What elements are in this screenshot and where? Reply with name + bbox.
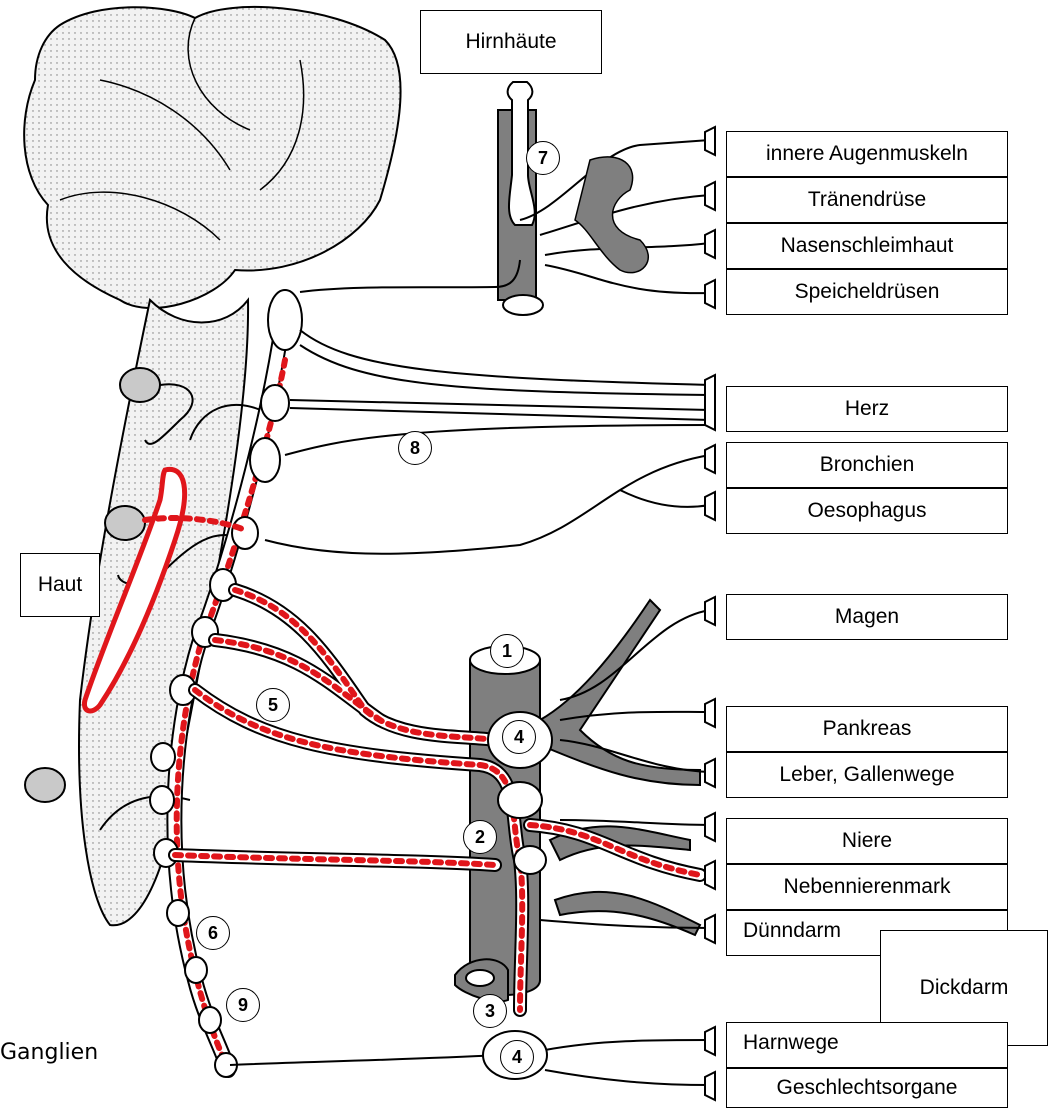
label-nebennierenmark: Nebennierenmark (726, 864, 1008, 910)
label-niere: Niere (726, 818, 1008, 864)
label-geschlechtsorgane: Geschlechtsorgane (726, 1068, 1008, 1108)
label-bronchien: Bronchien (726, 442, 1008, 488)
head-ganglion (575, 157, 648, 273)
marker-6: 6 (196, 916, 230, 950)
label-nasenschleimhaut: Nasenschleimhaut (726, 223, 1008, 269)
marker-7: 7 (526, 141, 560, 175)
label-herz: Herz (726, 386, 1008, 432)
brain (24, 7, 400, 308)
label-speicheldruesen: Speicheldrüsen (726, 269, 1008, 315)
marker-1: 1 (490, 634, 524, 668)
marker-5: 5 (256, 688, 290, 722)
marker-9: 9 (226, 988, 260, 1022)
label-magen: Magen (726, 594, 1008, 640)
marker-4-upper: 4 (502, 720, 536, 754)
label-traenendruese: Tränendrüse (726, 177, 1008, 223)
spinal-cord (79, 300, 248, 925)
marker-4-lower: 4 (500, 1040, 534, 1074)
marker-3: 3 (473, 994, 507, 1028)
organ-endings (705, 127, 715, 1100)
label-hirnhaeute: Hirnhäute (420, 10, 602, 74)
label-harnwege: Harnwege (726, 1022, 1008, 1068)
label-leber-gallenwege: Leber, Gallenwege (726, 752, 1008, 798)
label-haut: Haut (20, 553, 100, 617)
marker-8: 8 (398, 431, 432, 465)
label-oesophagus: Oesophagus (726, 488, 1008, 534)
caption-ganglien: Ganglien (0, 1040, 98, 1065)
head-vessel (498, 82, 543, 315)
marker-2: 2 (463, 820, 497, 854)
label-pankreas: Pankreas (726, 706, 1008, 752)
thoracic-fibers (265, 330, 710, 554)
label-innere-augenmuskeln: innere Augenmuskeln (726, 131, 1008, 177)
